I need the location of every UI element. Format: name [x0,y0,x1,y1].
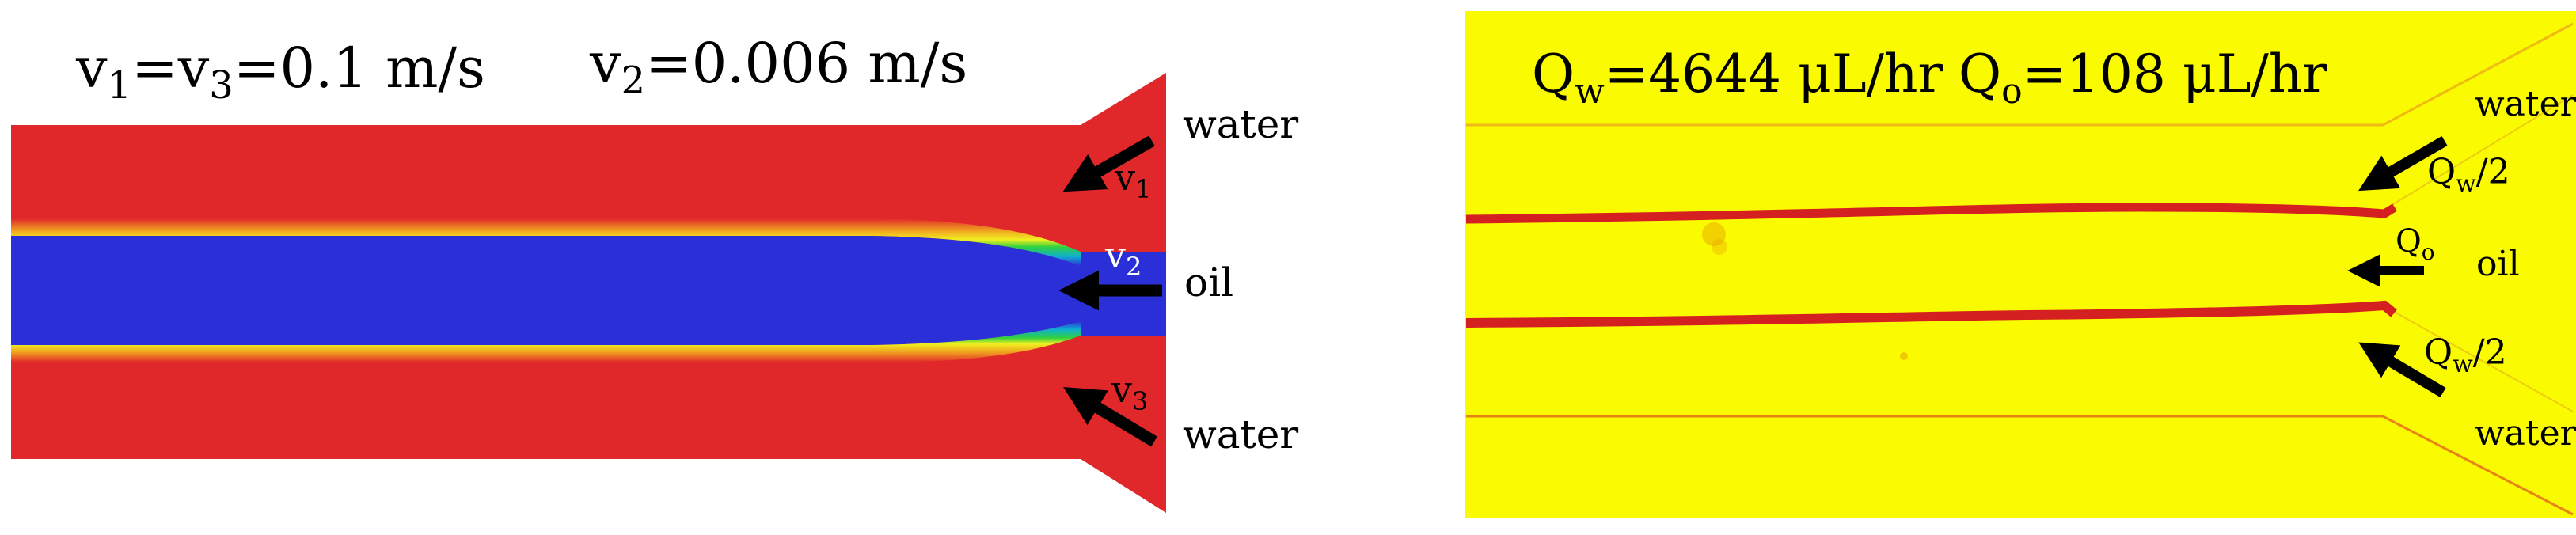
qw-rate-label: Qw=4644 μL/hr [1532,44,1943,112]
flow-inlet-middle-label: oil [2476,244,2520,284]
flow-inlet-bottom-label: water [2475,413,2576,453]
velocity-right-label: v2=0.006 m/s [589,31,967,103]
flow-arrow-bottom-icon [2358,342,2446,398]
inlet-wall-lower [2382,305,2574,412]
experiment-panel: Qw=4644 μL/hr Qo=108 μL/hr Qw/2 Qo Qw/2 … [1465,11,2576,518]
flow-arrow-middle-label: Qo [2396,223,2435,265]
speck [1712,239,1727,255]
flow-arrow-top-icon [2358,135,2448,192]
simulation-panel: v1=v3=0.1 m/s v2=0.006 m/s v1 v2 v3 wate… [11,31,1298,513]
experiment-background [1465,11,2576,518]
speck [1900,352,1908,360]
interface-line-bottom [1465,300,2397,328]
arrow-top-label: v1 [1114,156,1151,204]
flow-arrow-bottom-label: Qw/2 [2424,332,2507,378]
arrow-top-icon [1062,135,1155,192]
arrow-bottom-label: v3 [1111,368,1148,416]
interface-bottom [11,321,1081,362]
channel-wall-top [1466,22,2574,127]
speck [1702,222,1726,246]
qo-rate-label: Qo=108 μL/hr [1959,44,2327,112]
oil-core [11,236,1081,345]
flow-inlet-top-label: water [2475,84,2576,124]
interface-line-top [1465,203,2397,224]
inlet-wall-upper [2382,94,2574,211]
flow-arrow-top-label: Qw/2 [2427,152,2510,198]
arrow-middle-label: v2 [1104,233,1142,282]
arrow-bottom-icon [1063,387,1157,447]
inlet-bottom-label: water [1183,412,1298,457]
channel-wall-bottom [1466,415,2574,516]
interface-top [11,218,1081,266]
inlet-middle-label: oil [1184,260,1233,305]
inlet-top-label: water [1183,101,1298,147]
velocity-left-label: v1=v3=0.1 m/s [75,36,485,108]
